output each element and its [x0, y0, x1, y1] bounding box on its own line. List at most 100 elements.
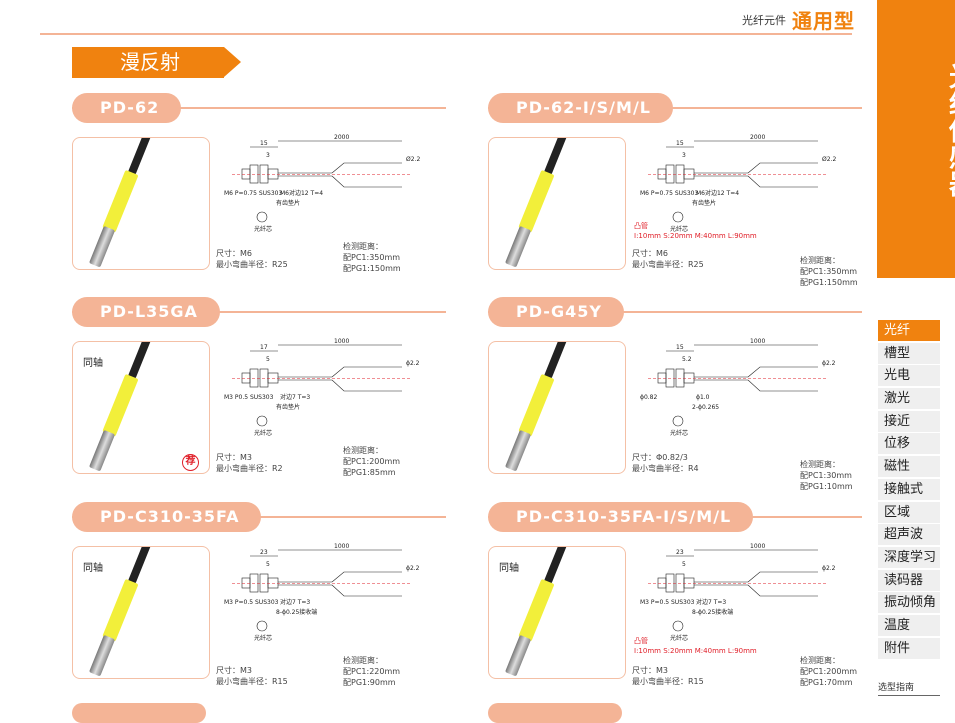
nav-item[interactable]: 磁性: [878, 456, 940, 478]
nav-item[interactable]: 超声波: [878, 524, 940, 546]
dimension-label: ϕ2.2: [822, 360, 836, 367]
dimension-label: 15: [676, 344, 684, 351]
nav-item[interactable]: 激光: [878, 388, 940, 410]
detect-pg1: 配PG1:150mm: [800, 278, 858, 287]
dimension-label: 1000: [750, 543, 765, 550]
size-line: 尺寸：M6: [632, 248, 704, 259]
dimension-label: M3 P0.5 SUS303: [224, 394, 274, 401]
size-line: 尺寸：M3: [216, 452, 283, 463]
product-model: PD-62-I/S/M/L: [488, 93, 673, 123]
bend-label: 最小弯曲半径：: [216, 464, 272, 473]
detect-pg1: 配PG1:90mm: [343, 678, 396, 687]
coaxial-label: 同轴: [83, 358, 103, 369]
detect-pc1: 配PC1:350mm: [343, 253, 401, 262]
core-label: 光纤芯: [254, 634, 272, 642]
nav-item[interactable]: 附件: [878, 637, 940, 659]
sidebar-tab: 光纤传感器: [877, 0, 955, 278]
dimension-label: 3: [682, 152, 686, 159]
dimension-label: M6对边12 T=4: [696, 189, 739, 197]
sensor-probe-image: [500, 342, 573, 473]
dimension-label: 2000: [334, 134, 349, 141]
detect-label: 检测距离：: [800, 656, 840, 665]
dimension-label: 1000: [334, 338, 349, 345]
bend-value: R4: [688, 464, 699, 473]
bend-value: R25: [688, 260, 704, 269]
core-label: 光纤芯: [670, 225, 688, 233]
dimension-label: 17: [260, 344, 268, 351]
nav-item[interactable]: 接近: [878, 410, 940, 432]
product-photo: 同轴: [488, 546, 626, 679]
bend-value: R15: [688, 677, 704, 686]
nav-item[interactable]: 读码器: [878, 569, 940, 591]
nav-item[interactable]: 光电: [878, 365, 940, 387]
title-rule: [72, 107, 446, 109]
size-line: 尺寸：Φ0.82/3: [632, 452, 699, 463]
bend-value: R25: [272, 260, 288, 269]
nav-item[interactable]: 温度: [878, 614, 940, 636]
nav-item[interactable]: 接触式: [878, 478, 940, 500]
bend-label: 最小弯曲半径：: [632, 464, 688, 473]
dimension-label: ϕ0.82: [640, 394, 658, 401]
dimension-label: 对边7 T=3: [696, 598, 726, 606]
nav-item[interactable]: 槽型: [878, 342, 940, 364]
next-product-pill: [488, 703, 622, 723]
bend-line: 最小弯曲半径：R25: [632, 259, 704, 270]
dimension-label: 23: [676, 549, 684, 556]
dimension-label: 3: [266, 152, 270, 159]
note-title: 凸管: [634, 637, 648, 645]
size-value: M6: [240, 249, 252, 258]
bend-label: 最小弯曲半径：: [216, 260, 272, 269]
header-type: 通用型: [792, 9, 855, 33]
nav-item[interactable]: 深度学习: [878, 546, 940, 568]
dimension-label: Ø2.2: [406, 156, 420, 163]
size-label: 尺寸：: [632, 249, 656, 258]
coaxial-label: 同轴: [83, 563, 103, 574]
detect-pg1: 配PG1:10mm: [800, 482, 853, 491]
category-nav: 光纤槽型光电激光接近位移磁性接触式区域超声波深度学习读码器振动倾角温度附件: [878, 320, 940, 660]
product-photo: [488, 137, 626, 270]
note-text: I:10mm S:20mm M:40mm L:90mm: [634, 232, 757, 240]
bend-line: 最小弯曲半径：R2: [216, 463, 283, 474]
sensor-probe-image: [500, 138, 573, 269]
dimension-label: 有齿垫片: [276, 199, 300, 207]
nav-item[interactable]: 振动倾角: [878, 592, 940, 614]
detect-pc1: 配PC1:350mm: [800, 267, 858, 276]
nav-item[interactable]: 区域: [878, 501, 940, 523]
nav-item[interactable]: 光纤: [878, 320, 940, 341]
detect-pc1: 配PC1:200mm: [343, 457, 401, 466]
size-line: 尺寸：M3: [216, 665, 288, 676]
dimension-label: M3 P=0.5 SUS303: [224, 599, 279, 606]
header-divider: [40, 33, 852, 35]
product-model: PD-C310-35FA-I/S/M/L: [488, 502, 754, 532]
dimension-label: 8-ϕ0.25接收端: [276, 608, 317, 616]
size-value: M3: [240, 453, 252, 462]
coaxial-label: 同轴: [499, 563, 519, 574]
nav-item[interactable]: 位移: [878, 433, 940, 455]
size-value: Φ0.82/3: [656, 453, 688, 462]
size-label: 尺寸：: [632, 666, 656, 675]
product-model: PD-62: [72, 93, 182, 123]
selection-guide-link[interactable]: 选型指南: [878, 680, 940, 696]
dimension-label: ϕ2.2: [406, 360, 420, 367]
dimension-label: 有齿垫片: [692, 199, 716, 207]
detect-pc1: 配PC1:30mm: [800, 471, 852, 480]
size-value: M3: [240, 666, 252, 675]
dimension-label: 5: [682, 561, 686, 568]
dimension-label: 5.2: [682, 356, 692, 363]
detect-pg1: 配PG1:85mm: [343, 468, 396, 477]
